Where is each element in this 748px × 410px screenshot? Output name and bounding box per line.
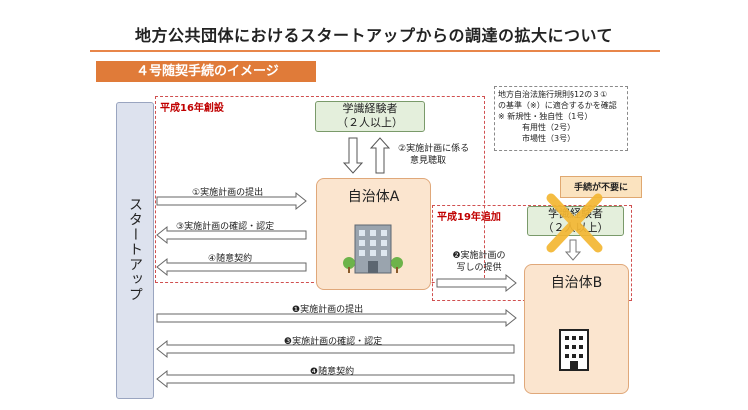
copy-provision-label: ❷実施計画の 写しの提供 [439, 250, 519, 274]
arrow-b-submit [156, 308, 517, 328]
h19-label: 平成19年追加 [437, 212, 501, 223]
arrow-a-contract [156, 257, 307, 277]
arrow-a-submit [156, 191, 307, 211]
flow-b-contract-label: ❹随意契約 [310, 367, 355, 377]
copy-line1: ❷実施計画の [452, 251, 506, 261]
flow-a-confirm-label: ③実施計画の確認・認定 [176, 222, 275, 232]
municipality-a-label: 自治体A [347, 189, 400, 205]
expert-top-line2: （２人以上） [337, 116, 403, 129]
hearing-line2: 意見聴取 [410, 156, 447, 166]
flow-b-submit-label: ❶実施計画の提出 [292, 305, 364, 315]
title-divider [90, 50, 660, 52]
copy-line2: 写しの提供 [456, 263, 502, 273]
flow-a-submit-label: ①実施計画の提出 [192, 188, 264, 198]
section-subtitle: ４号随契手続のイメージ [96, 61, 316, 82]
note-line4: 有用性（2号） [522, 123, 576, 132]
arrow-copy-provision [436, 273, 517, 293]
note-line5: 市場性（3号） [522, 134, 576, 143]
arrow-down-expert-right [564, 239, 582, 261]
hearing-label: ②実施計画に係る 意見聴取 [398, 143, 488, 167]
flow-b-confirm-label: ❸実施計画の確認・認定 [284, 337, 383, 347]
arrow-down-to-expert [342, 137, 364, 174]
flow-a-contract-label: ④随意契約 [208, 254, 253, 264]
building-icon-a [343, 224, 403, 274]
startup-label: スタートアップ [127, 197, 143, 302]
criteria-note: 地方自治法施行規則§12の３① の基準（※）に適合するかを確認 ※ 新規性・独自… [494, 86, 628, 151]
note-line2: の基準（※）に適合するかを確認 [498, 101, 617, 110]
startup-column [116, 102, 154, 399]
municipality-b-label: 自治体B [550, 275, 603, 291]
hearing-line1: ②実施計画に係る [398, 144, 470, 154]
h16-label: 平成16年創設 [160, 103, 224, 114]
expert-box-top: 学識経験者 （２人以上） [315, 101, 425, 132]
arrow-b-contract [156, 369, 515, 389]
cross-icon [546, 193, 603, 253]
building-icon-b [559, 329, 589, 371]
note-line1: 地方自治法施行規則§12の３① [498, 90, 608, 99]
arrow-a-confirm [156, 225, 307, 245]
page-title: 地方公共団体におけるスタートアップからの調達の拡大について [134, 26, 614, 45]
arrow-b-confirm [156, 339, 515, 359]
note-line3: ※ 新規性・独自性（1号） [498, 112, 593, 121]
expert-top-line1: 学識経験者 [342, 102, 398, 115]
arrow-up-from-expert [369, 137, 391, 174]
